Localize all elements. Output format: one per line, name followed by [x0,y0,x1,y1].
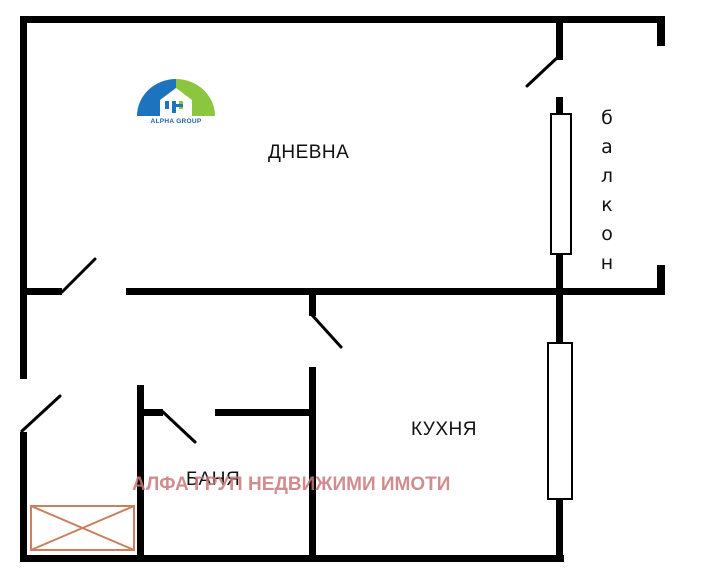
door-balcony [525,54,561,88]
wall-living-bottom [126,288,665,295]
storage-box [30,505,135,551]
window-kitchen [547,342,573,500]
wall-bath-top-right [215,409,316,416]
room-label-kitchen: КУХНЯ [411,419,477,440]
balcony-letter: б [601,107,613,129]
balcony-letter: н [600,252,614,274]
wall-top [20,16,665,23]
door-living [60,257,97,294]
door-bathroom [161,410,197,444]
wall-left-lower [20,432,27,562]
wall-living-balcony [556,97,563,115]
balcony-letter: а [601,136,613,158]
watermark: АЛФА ГРУП НЕДВИЖИМИ ИМОТИ [132,474,451,495]
wall-bottom [20,555,564,562]
wall-kitchen-left-stub [309,288,316,316]
wall-left-upper [20,16,27,379]
doors [20,54,561,444]
windows [547,113,573,500]
wall-bath-left [137,385,144,562]
window-living-balcony [550,113,572,255]
balcony-letter: о [601,223,613,245]
balcony-letter: л [600,165,614,187]
wall-bath-top-left [137,409,163,416]
room-label-bathroom: БАНЯ [186,469,241,490]
balcony-letter: к [601,194,613,216]
walls [20,16,665,562]
room-label-living: ДНЕВНА [268,142,350,163]
alpha-group-logo [137,79,215,116]
door-entrance [20,394,62,433]
wall-kitchen-right-upper [556,288,563,344]
logo-caption: ALPHA GROUP [150,118,202,125]
wall-living-bottom-left [20,288,62,295]
door-kitchen [310,313,343,349]
wall-balcony-right-top [657,16,665,46]
wall-living-balcony-mid [556,252,563,292]
wall-kitchen-right-lower [556,497,563,562]
wall-living-balcony-top [556,16,563,60]
wall-balcony-right-bottom [657,265,665,294]
wall-kitchen-left [309,367,316,562]
